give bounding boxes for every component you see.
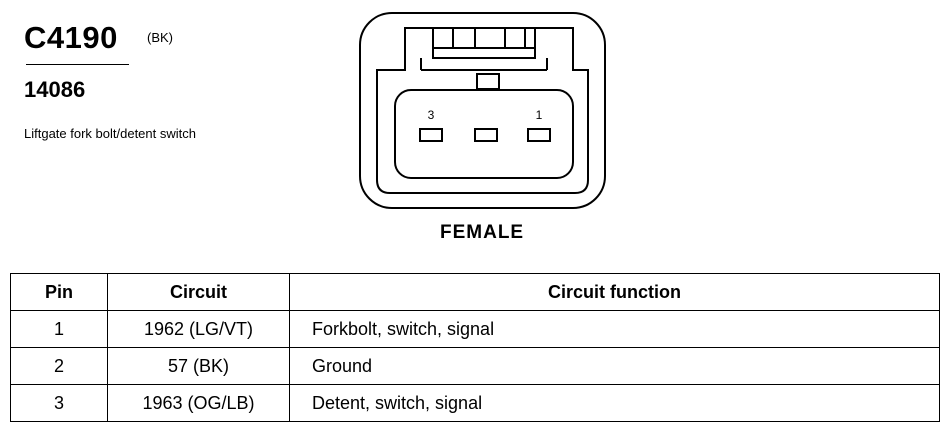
connector-color-code: (BK) — [147, 30, 173, 45]
function-cell: Forkbolt, switch, signal — [289, 310, 940, 348]
connector-inner-shell — [376, 27, 589, 194]
circuit-cell: 1962 (LG/VT) — [107, 310, 290, 348]
connector-terminal-body — [394, 89, 574, 179]
connector-id-underline — [26, 64, 129, 65]
pin-cell: 1 — [10, 310, 108, 348]
pin-cell: 2 — [10, 347, 108, 385]
connector-face-diagram: 3 1 — [359, 12, 606, 209]
connector-latch — [432, 28, 536, 59]
pin-cavity-3 — [419, 128, 443, 142]
header-pin: Pin — [10, 273, 108, 311]
connector-outer-shell — [359, 12, 606, 209]
table-row: 3 1963 (OG/LB) Detent, switch, signal — [10, 384, 940, 422]
pin-cavity-1 — [527, 128, 551, 142]
header-circuit: Circuit — [107, 273, 290, 311]
pin-table: Pin Circuit Circuit function 1 1962 (LG/… — [10, 273, 940, 422]
table-header-row: Pin Circuit Circuit function — [10, 273, 940, 311]
connector-gender-label: FEMALE — [440, 222, 525, 243]
part-number: 14086 — [24, 77, 86, 102]
connector-id: C4190 — [24, 20, 118, 55]
function-cell: Detent, switch, signal — [289, 384, 940, 422]
header-circuit-function: Circuit function — [289, 273, 940, 311]
pin-cell: 3 — [10, 384, 108, 422]
table-row: 2 57 (BK) Ground — [10, 347, 940, 385]
connector-key — [476, 73, 500, 90]
connector-latch-lower — [420, 58, 548, 71]
cavity-label-1: 1 — [536, 108, 543, 122]
table-row: 1 1962 (LG/VT) Forkbolt, switch, signal — [10, 310, 940, 348]
circuit-cell: 1963 (OG/LB) — [107, 384, 290, 422]
connector-description: Liftgate fork bolt/detent switch — [24, 126, 196, 141]
cavity-label-3: 3 — [428, 108, 435, 122]
function-cell: Ground — [289, 347, 940, 385]
circuit-cell: 57 (BK) — [107, 347, 290, 385]
pin-cavity-2 — [474, 128, 498, 142]
